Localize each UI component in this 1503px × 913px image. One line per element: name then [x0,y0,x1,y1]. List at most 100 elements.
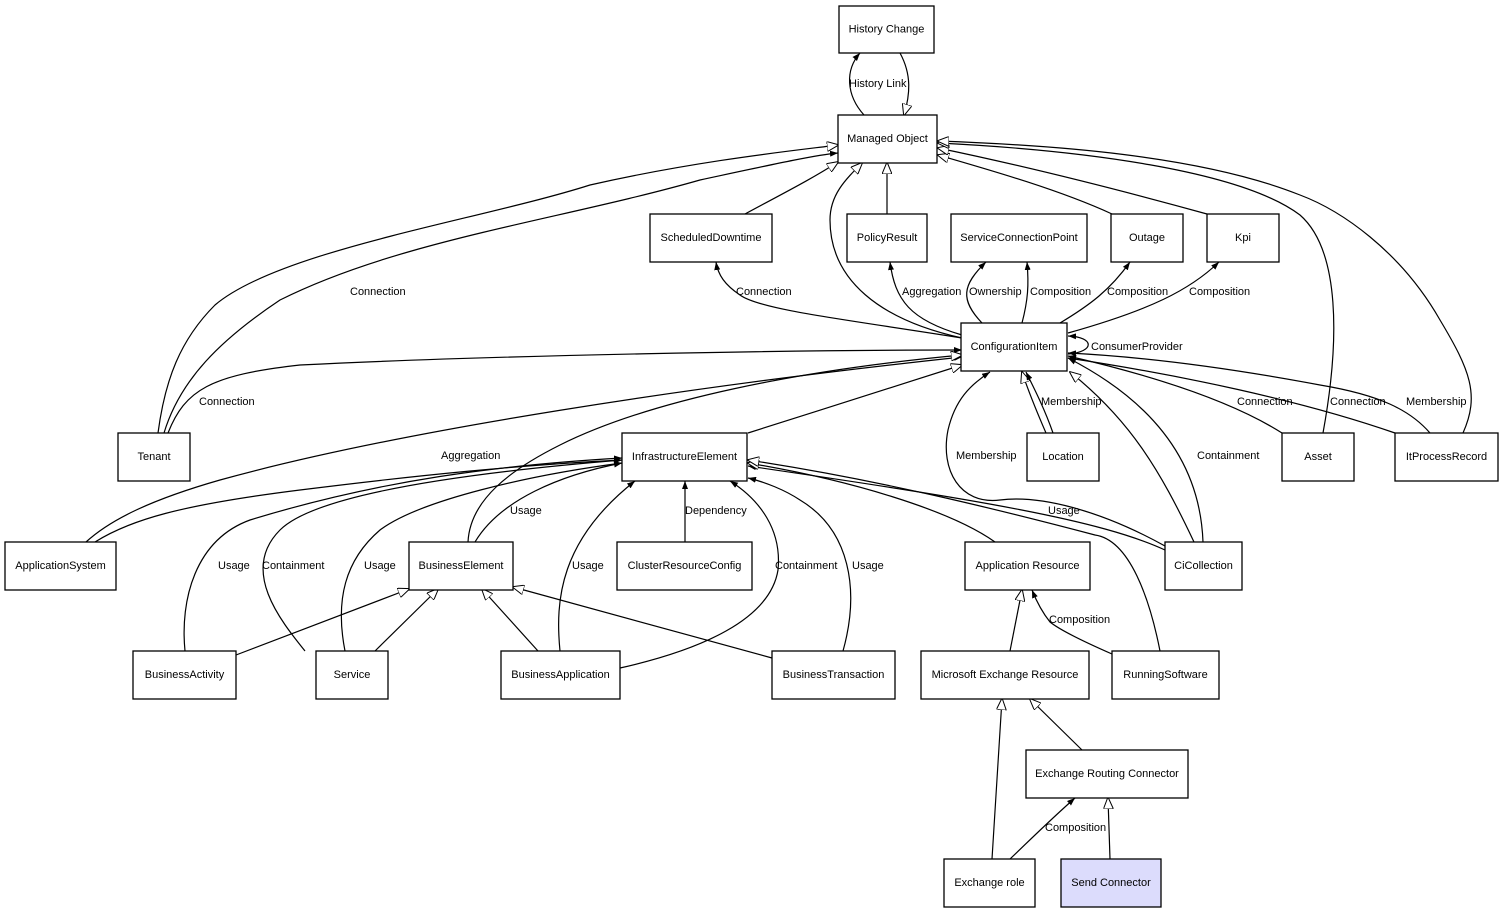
edge-erc-mer [1030,699,1083,751]
edge-ci-scp-ownership [966,261,987,324]
node-label: RunningSoftware [1123,669,1207,681]
node-label: Asset [1304,451,1332,463]
node-label: PolicyResult [857,232,918,244]
node-label: Application Resource [976,560,1080,572]
node-business-element[interactable]: BusinessElement [408,541,514,591]
edge-rs-ie [748,460,1161,652]
edge-svc-ie-containment [262,457,623,652]
node-label: ServiceConnectionPoint [960,232,1077,244]
edge-kpi-mo [938,148,1208,215]
edge-cic-ci-containment [1067,357,1204,543]
edge-bact-be [235,589,409,656]
node-send-connector[interactable]: Send Connector [1060,858,1162,908]
edge-bt-ie-usage [747,476,852,652]
node-label: InfrastructureElement [632,451,737,463]
edge-bapp-be [482,589,539,652]
node-label: History Change [849,23,925,35]
edge-as-ci-aggregation [85,354,963,543]
node-ci-collection[interactable]: CiCollection [1164,541,1243,591]
node-managed-object[interactable]: Managed Object [837,114,938,164]
edge-itpr-ci-connection [1067,356,1396,434]
node-label: Managed Object [847,133,928,145]
edge-label-history-link: History Link [849,78,907,90]
edge-itpr-ci-membership [1067,350,1431,434]
node-location[interactable]: Location [1026,432,1100,482]
node-service-connection-point[interactable]: ServiceConnectionPoint [950,213,1088,263]
edge-be-ci [467,355,962,543]
node-kpi[interactable]: Kpi [1206,213,1280,263]
node-outage[interactable]: Outage [1110,213,1184,263]
node-application-system[interactable]: ApplicationSystem [4,541,117,591]
edge-label-composition: Composition [1045,822,1106,834]
edge-ci-sd-connection [714,261,963,339]
edge-label-connection: Connection [1330,396,1386,408]
edge-location-ci [1022,372,1054,434]
node-business-activity[interactable]: BusinessActivity [132,650,237,700]
node-label: Outage [1129,232,1165,244]
edge-as-ie [94,457,623,543]
node-infrastructure-element[interactable]: InfrastructureElement [621,432,748,482]
node-exchange-role[interactable]: Exchange role [943,858,1036,908]
node-scheduled-downtime[interactable]: ScheduledDowntime [649,213,773,263]
node-it-process-record[interactable]: ItProcessRecord [1394,432,1499,482]
edge-label-connection: Connection [736,286,792,298]
edge-outage-mo [938,155,1113,215]
edge-label-usage: Usage [218,560,250,572]
edge-be-ie-usage [474,461,623,543]
edge-label-connection: Connection [199,396,255,408]
node-history-change[interactable]: History Change [838,5,935,54]
node-label: Location [1042,451,1084,463]
edge-label-usage: Usage [852,560,884,572]
edge-label-composition: Composition [1189,286,1250,298]
node-microsoft-exchange-resource[interactable]: Microsoft Exchange Resource [920,650,1090,700]
node-label: ScheduledDowntime [661,232,762,244]
node-label: Tenant [137,451,170,463]
node-exchange-routing-connector[interactable]: Exchange Routing Connector [1025,749,1189,799]
node-configuration-item[interactable]: ConfigurationItem [960,322,1068,372]
node-label: BusinessActivity [145,669,225,681]
node-asset[interactable]: Asset [1281,432,1355,482]
edge-svc-be [374,589,438,652]
edge-bapp-ie-usage [558,480,636,652]
edge-rs-ar-composition [1031,589,1113,655]
edge-label-dependency: Dependency [685,505,747,517]
node-business-application[interactable]: BusinessApplication [500,650,621,700]
edge-ar-ie [748,463,996,543]
edge-label-usage: Usage [572,560,604,572]
node-label: ApplicationSystem [15,560,106,572]
edge-bt-be [513,587,773,659]
edge-label-aggregation: Aggregation [441,450,500,462]
node-service[interactable]: Service [315,650,389,700]
node-label: Exchange role [954,877,1024,889]
node-label: Exchange Routing Connector [1035,768,1179,780]
node-cluster-resource-config[interactable]: ClusterResourceConfig [616,541,753,591]
edge-label-membership: Membership [956,450,1017,462]
edge-tenant-ci-connection [167,347,963,434]
edge-sc-erc [1108,798,1110,860]
edge-asset-ci-connection [1067,354,1283,434]
edge-ci-outage-composition [1059,261,1131,324]
edge-history-link [848,52,909,115]
node-business-transaction[interactable]: BusinessTransaction [771,650,896,700]
node-label: CiCollection [1174,560,1233,572]
edge-svc-ie-usage [340,461,623,652]
edge-ci-pr-aggregation [888,261,963,336]
edge-label-usage: Usage [1048,505,1080,517]
edge-label-aggregation: Aggregation [902,286,961,298]
edge-label-usage: Usage [510,505,542,517]
node-label: ItProcessRecord [1406,451,1487,463]
edge-tenant-managed-object [157,145,838,434]
edge-bapp-ie-containment [619,480,780,669]
edge-ie-ci [747,365,962,434]
node-policy-result[interactable]: PolicyResult [846,213,928,263]
node-tenant[interactable]: Tenant [117,432,191,482]
node-label: Service [334,669,371,681]
node-label: BusinessTransaction [783,669,885,681]
node-label: BusinessApplication [511,669,609,681]
node-label: Kpi [1235,232,1251,244]
node-running-software[interactable]: RunningSoftware [1111,650,1220,700]
edge-mer-ar [1009,590,1022,652]
edge-ci-consumer-provider [1067,333,1089,355]
node-application-resource[interactable]: Application Resource [964,541,1091,591]
